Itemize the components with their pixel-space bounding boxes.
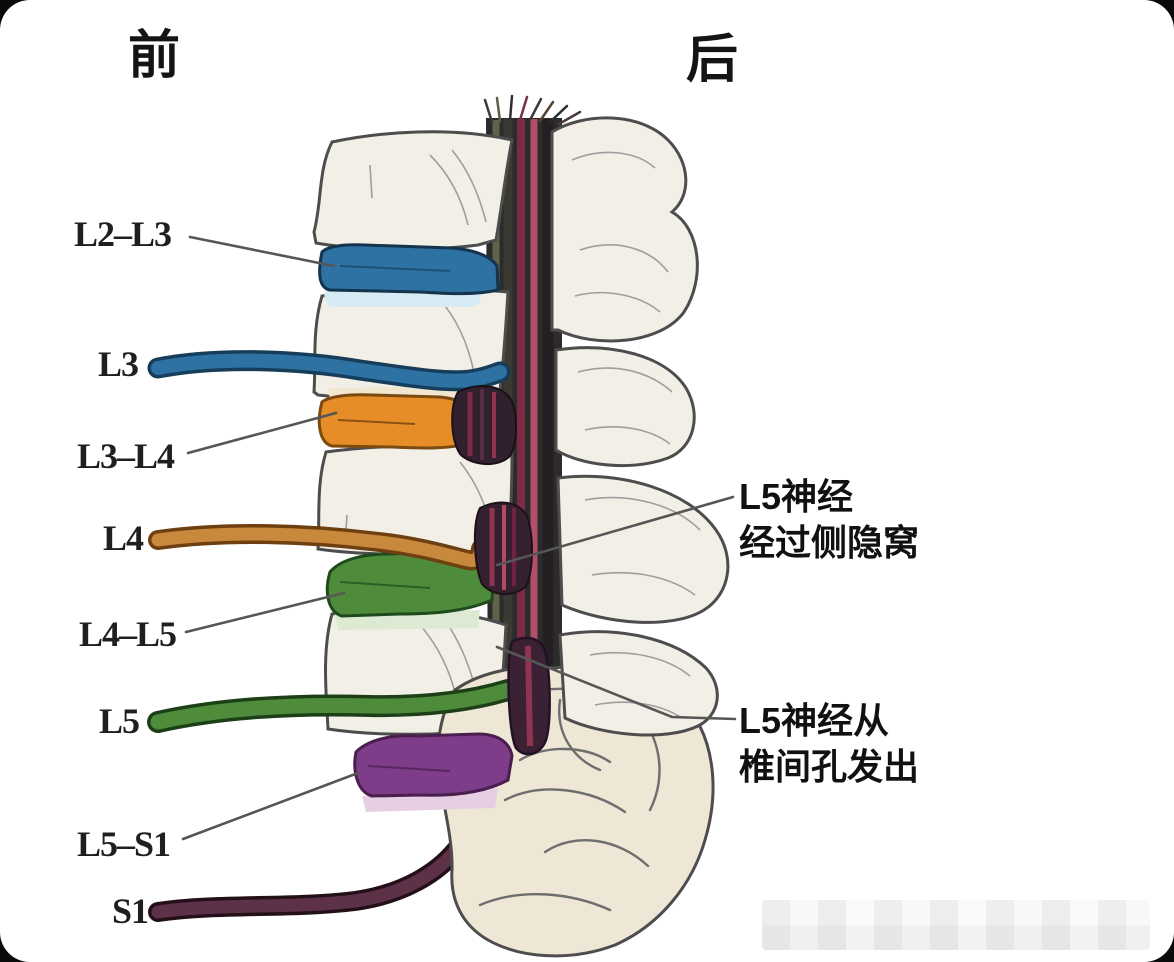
annotation-foramen-line2: 椎间孔发出 xyxy=(739,746,920,787)
leader-foramen xyxy=(495,645,737,721)
process-hatching xyxy=(571,151,701,719)
leader-lateral-recess xyxy=(495,495,735,567)
label-l5-s1: L5–S1 xyxy=(77,824,171,864)
leader-lines xyxy=(181,235,737,841)
leader-l3-l4 xyxy=(186,411,338,455)
spinal-canal xyxy=(483,94,582,822)
vertebra-l2-body xyxy=(312,130,514,251)
label-l3-l4: L3–L4 xyxy=(77,436,175,476)
foramen-sleeve xyxy=(507,636,551,756)
disc-l2-l3 xyxy=(318,243,500,296)
leader-l2-l3 xyxy=(188,235,336,268)
sacrum-contours xyxy=(478,687,661,912)
disc-l5-s1 xyxy=(353,732,514,798)
vertebra-hatching xyxy=(344,149,493,706)
posterior-processes xyxy=(550,116,730,737)
disc-l2-l3-pale xyxy=(324,288,481,307)
disc-l3-l4 xyxy=(317,393,480,450)
leader-l4-l5 xyxy=(184,591,346,634)
cauda-equina-tuft xyxy=(483,94,582,126)
process-4 xyxy=(558,630,719,737)
annotation-lateral-recess: L5神经 经过侧隐窝 xyxy=(739,474,919,566)
disc-l3-l4-pale xyxy=(328,386,462,400)
label-l5: L5 xyxy=(99,701,140,741)
label-s1: S1 xyxy=(112,891,149,931)
disc-l5-s1-pale xyxy=(362,788,498,812)
process-1 xyxy=(550,116,699,343)
discs xyxy=(317,243,514,812)
nerve-sleeves xyxy=(451,385,551,756)
nerve-l4 xyxy=(148,524,491,571)
label-l3: L3 xyxy=(98,344,139,384)
nerve-s1 xyxy=(148,840,466,922)
annotation-foramen-line1: L5神经从 xyxy=(739,700,890,741)
vertebra-l3-body xyxy=(312,287,510,401)
sacrum xyxy=(436,664,715,958)
annotation-foramen: L5神经从 椎间孔发出 xyxy=(739,698,919,790)
disc-l4-l5 xyxy=(325,550,496,618)
annotation-lateral-recess-line2: 经过侧隐窝 xyxy=(739,522,920,563)
nerve-l3 xyxy=(147,350,511,392)
label-l4-l5: L4–L5 xyxy=(79,614,177,654)
label-l2-l3: L2–L3 xyxy=(74,214,172,254)
vertebra-l4-body xyxy=(316,444,514,556)
nerve-l5 xyxy=(147,679,519,733)
disc-l4-l5-pale xyxy=(335,610,480,630)
orientation-label-back: 后 xyxy=(686,31,739,89)
process-2 xyxy=(554,346,696,468)
watermark-mosaic xyxy=(762,900,1150,950)
vertebral-bodies xyxy=(312,130,514,736)
annotation-lateral-recess-line1: L5神经 xyxy=(739,476,854,517)
process-3 xyxy=(556,474,730,624)
orientation-label-front: 前 xyxy=(128,27,181,85)
vertebra-l5-body xyxy=(324,607,508,736)
label-l4: L4 xyxy=(103,518,144,558)
leader-l5-s1 xyxy=(181,771,360,841)
